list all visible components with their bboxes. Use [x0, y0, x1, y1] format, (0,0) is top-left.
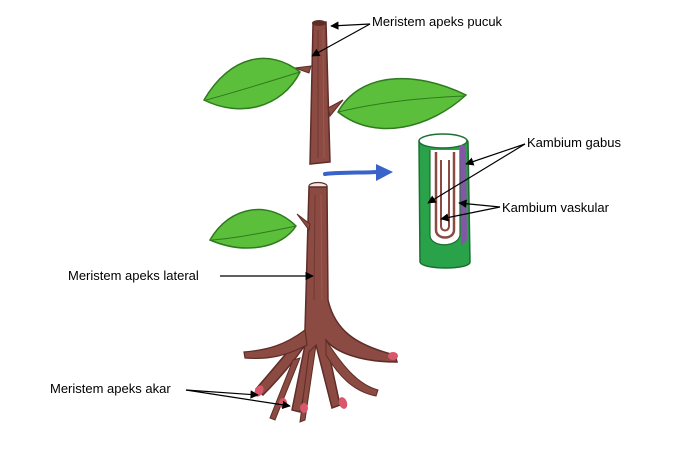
blue-arrow: [323, 164, 393, 181]
upper-right-leaf: [337, 77, 468, 130]
upper-stem: [294, 20, 344, 165]
label-kambium-gabus: Kambium gabus: [527, 135, 621, 150]
leader-lines: [185, 21, 526, 410]
label-meristem-apeks-akar: Meristem apeks akar: [50, 381, 171, 396]
label-meristem-apeks-pucuk: Meristem apeks pucuk: [372, 14, 503, 29]
stem-cross-section: [418, 133, 471, 269]
lower-leaf: [208, 208, 297, 249]
label-kambium-vaskular: Kambium vaskular: [502, 200, 609, 215]
upper-left-leaf: [202, 57, 301, 110]
label-meristem-apeks-lateral: Meristem apeks lateral: [68, 268, 199, 283]
